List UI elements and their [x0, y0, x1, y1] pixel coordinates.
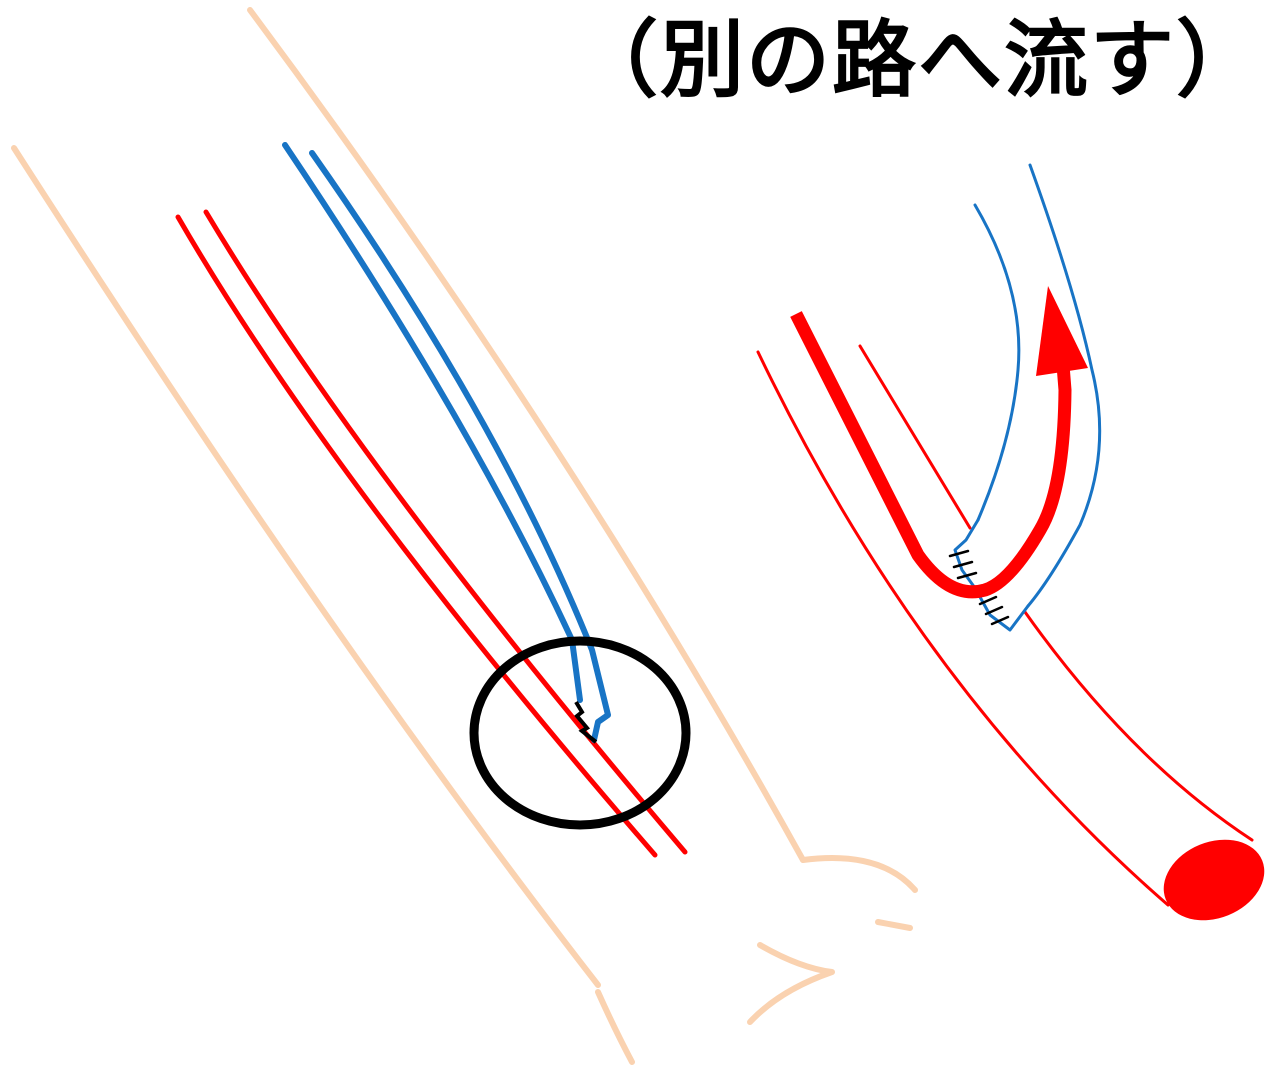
highlight-circle [469, 636, 691, 830]
flow-arrow-shaft [790, 311, 1072, 599]
suture-3 [956, 571, 978, 580]
left-vein [282, 142, 611, 743]
sutures [948, 549, 1010, 626]
left-artery [175, 209, 688, 858]
right-artery-lower-edge [1023, 610, 1254, 842]
junction-marker [574, 700, 598, 744]
hand-heel-line [595, 989, 635, 1065]
right-artery-top-edge [858, 344, 972, 530]
right-vein-right-edge [1026, 163, 1102, 608]
diagram-title: （別の路へ流す） [573, 11, 1262, 109]
suture-5 [984, 605, 1004, 616]
right-artery-upper-edge [756, 350, 1170, 907]
suture-6 [990, 615, 1010, 626]
left-forearm-outline [11, 7, 918, 1065]
suture-4 [978, 595, 998, 606]
artery-line-outer [175, 214, 658, 858]
suture-2 [952, 560, 974, 569]
right-vein-left-edge [973, 203, 1021, 522]
flow-arrow-head [1036, 286, 1088, 376]
right-artery [756, 344, 1254, 907]
vein-line-outer [282, 142, 583, 703]
forearm-left-edge [11, 145, 601, 988]
wrist-crease-short [875, 919, 913, 931]
artery-line-inner [203, 209, 688, 855]
flow-arrow [790, 286, 1088, 599]
artery-cut-end [1163, 839, 1265, 921]
wrist-line [800, 855, 918, 893]
anastomosis-seam [953, 518, 1030, 632]
right-vein [953, 163, 1102, 632]
suture-1 [948, 549, 970, 558]
forearm-right-edge [247, 7, 806, 863]
vein-line-inner [309, 150, 611, 743]
thumb-outline [747, 942, 835, 1025]
